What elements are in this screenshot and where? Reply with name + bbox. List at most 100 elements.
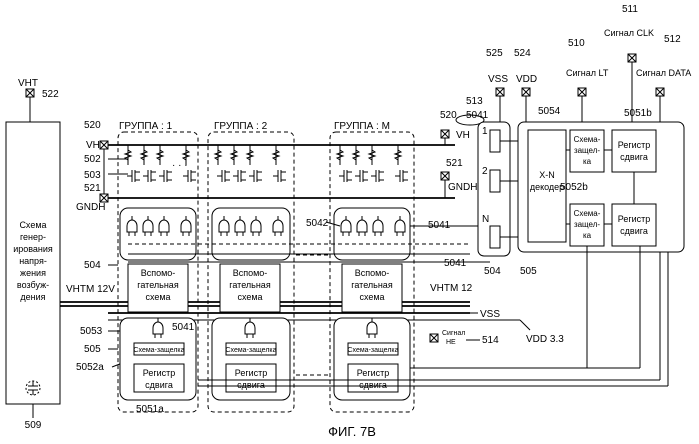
shift-register-top: [612, 130, 656, 172]
pin-vdd-label: VDD: [516, 74, 537, 85]
ref-5052b: 5052b: [560, 182, 588, 193]
svg-text:защел-: защел-: [574, 220, 600, 229]
generator-line-7: дения: [20, 292, 45, 302]
svg-text:Схема-: Схема-: [574, 209, 601, 218]
ref-520-left: 520: [84, 120, 101, 131]
rail-vss-label: VSS: [480, 309, 500, 320]
pin-data-label: Сигнал DATA: [636, 68, 691, 78]
ref-5041-top: 5041: [466, 110, 489, 121]
svg-text:2: 2: [482, 166, 488, 177]
pin-vh-left-icon: [100, 141, 108, 149]
ref-509: 509: [25, 420, 42, 431]
ref-511: 511: [622, 4, 638, 15]
generator-line-1: Схема: [19, 220, 46, 230]
ref-5041-low: 5041: [444, 258, 467, 269]
pin-he-label-2: HE: [446, 339, 456, 346]
ref-5054: 5054: [538, 106, 561, 117]
generator-line-3: ирования: [13, 244, 53, 254]
ref-524: 524: [514, 48, 531, 59]
ref-521-left: 521: [84, 183, 101, 194]
generator-line-5: жения: [20, 268, 46, 278]
group-m-label: ГРУППА : M: [334, 121, 390, 132]
pin-vh-left-label: VH: [86, 140, 100, 151]
shift-register-bottom: [612, 204, 656, 246]
generator-line-2: генер-: [20, 232, 46, 242]
svg-text:Схема-: Схема-: [574, 135, 601, 144]
pin-vh-right-icon: [441, 130, 449, 138]
group-2-label: ГРУППА : 2: [214, 121, 268, 132]
svg-text:X-N: X-N: [539, 170, 555, 180]
svg-text:N: N: [482, 214, 489, 225]
pin-vh-right-label: VH: [456, 130, 470, 141]
svg-text:Регистр: Регистр: [143, 368, 176, 378]
svg-text:защел-: защел-: [574, 146, 600, 155]
ref-5041-mid: 5041: [428, 220, 451, 231]
pin-vht-icon: [26, 89, 34, 97]
pin-data-icon: [656, 88, 664, 96]
drive-voltage-generator: Схема генер- ирования напря- жения возбу…: [6, 122, 60, 404]
pin-vss-icon: [496, 88, 504, 96]
control-block: X-N декодер Схема- защел- ка Регистр сдв…: [518, 122, 684, 252]
group-m: ГРУППА : M Вспомо- гательная схема Схема…: [330, 121, 414, 412]
svg-text:Схема-защелка: Схема-защелка: [133, 347, 184, 354]
pin-lt-label: Сигнал LT: [566, 68, 609, 78]
svg-text:схема: схема: [359, 292, 384, 302]
ref-505-right: 505: [520, 266, 537, 277]
pin-gndh-right-label: GNDH: [448, 182, 477, 193]
pin-lt-icon: [578, 88, 586, 96]
ref-5051b: 5051b: [624, 108, 652, 119]
ref-5053: 5053: [80, 326, 103, 337]
ref-520-right: 520: [440, 110, 457, 121]
svg-text:· · ·: · · ·: [172, 160, 188, 171]
pin-he-label-1: Сигнал: [442, 330, 465, 337]
svg-text:Вспомо-: Вспомо-: [141, 268, 176, 278]
group-2: ГРУППА : 2 Вспомо- гательная схема Схема…: [208, 121, 294, 412]
ref-5052a: 5052a: [76, 362, 104, 373]
svg-text:гательная: гательная: [351, 280, 393, 290]
svg-text:Вспомо-: Вспомо-: [355, 268, 390, 278]
ref-525: 525: [486, 48, 503, 59]
ref-514: 514: [482, 335, 499, 346]
svg-text:Вспомо-: Вспомо-: [233, 268, 268, 278]
svg-text:сдвига: сдвига: [145, 380, 173, 390]
svg-text:схема: схема: [145, 292, 170, 302]
svg-text:ка: ка: [583, 231, 592, 240]
ref-513: 513: [466, 96, 483, 107]
pin-gndh-right-icon: [441, 172, 449, 180]
svg-text:Регистр: Регистр: [618, 140, 651, 150]
pin-he-icon: [430, 334, 438, 342]
svg-text:сдвига: сдвига: [359, 380, 387, 390]
group-1: ГРУППА : 1 · · · Вспомо- гательная схема…: [118, 121, 198, 412]
svg-text:ка: ка: [583, 157, 592, 166]
ref-503: 503: [84, 170, 101, 181]
generator-line-4: напря-: [19, 256, 47, 266]
svg-text:сдвига: сдвига: [620, 226, 648, 236]
ref-502: 502: [84, 154, 101, 165]
ref-504-left: 504: [84, 260, 101, 271]
pin-gndh-left-label: GNDH: [76, 202, 105, 213]
svg-text:1: 1: [482, 126, 488, 137]
svg-text:сдвига: сдвига: [620, 152, 648, 162]
pin-clk-label: Сигнал CLK: [604, 28, 654, 38]
selector-column: 1 2 N: [478, 122, 510, 256]
svg-text:сдвига: сдвига: [237, 380, 265, 390]
svg-text:Регистр: Регистр: [357, 368, 390, 378]
ref-510: 510: [568, 38, 585, 49]
pin-gndh-left-icon: [100, 194, 108, 202]
pin-vht-label: VHT: [18, 78, 38, 89]
svg-text:схема: схема: [237, 292, 262, 302]
rail-vhtm-right-label: VHTM 12: [430, 283, 473, 294]
ref-512: 512: [664, 34, 681, 45]
svg-text:Регистр: Регистр: [235, 368, 268, 378]
ref-5042: 5042: [306, 218, 329, 229]
svg-text:Схема-защелка: Схема-защелка: [225, 347, 276, 354]
rail-vdd-label: VDD 3.3: [526, 334, 564, 345]
figure-caption: ФИГ. 7В: [328, 424, 376, 439]
pin-vdd-icon: [522, 88, 530, 96]
group-1-label: ГРУППА : 1: [119, 121, 173, 132]
ref-522: 522: [42, 89, 59, 100]
ref-504-right: 504: [484, 266, 501, 277]
svg-text:Регистр: Регистр: [618, 214, 651, 224]
pin-clk-icon: [628, 54, 636, 62]
ref-5041-group: 5041: [172, 322, 195, 333]
